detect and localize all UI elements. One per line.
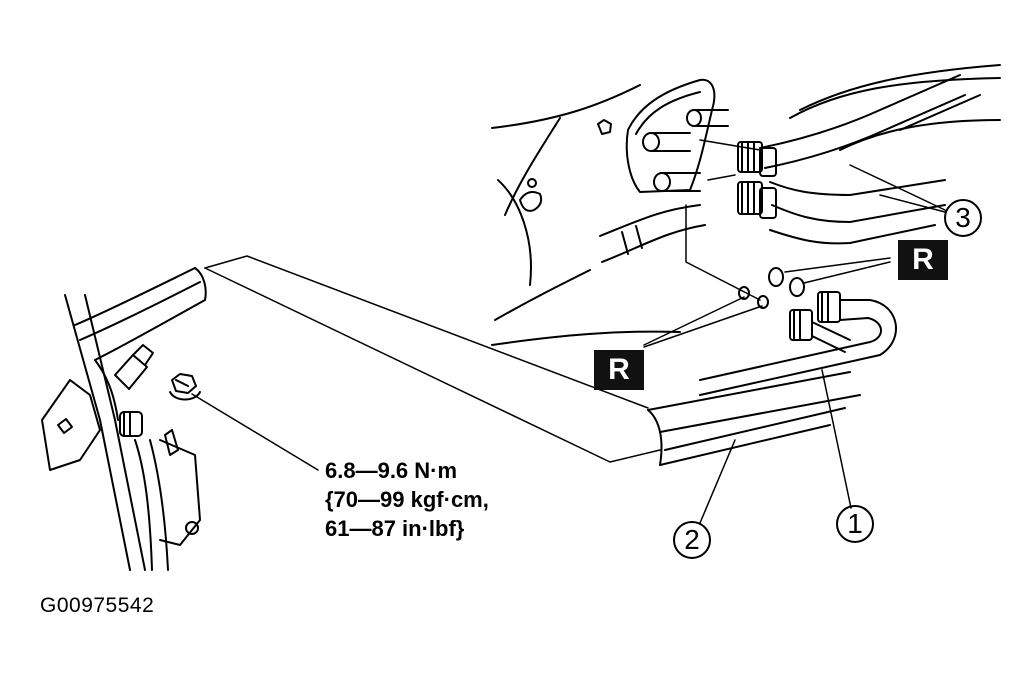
- background-pipe: [839, 119, 1001, 151]
- body-contour: [491, 330, 681, 346]
- pipe-bundle: [94, 299, 206, 361]
- view-connector-line: [204, 267, 661, 463]
- background-pipe: [899, 94, 981, 131]
- leader-line-r-upper: [784, 257, 891, 284]
- leader-line-2: [699, 439, 736, 524]
- replace-mark-lower: R: [594, 350, 644, 390]
- callout-number-2: 2: [684, 524, 700, 555]
- callout-number-1: 1: [847, 508, 863, 539]
- torque-spec-line: {70—99 kgf·cm,: [325, 487, 489, 512]
- pipe-bundle: [79, 281, 201, 341]
- vertical-pipe: [84, 294, 146, 571]
- mounting-bracket: [41, 379, 101, 471]
- pipe-3: [737, 74, 966, 245]
- hose-band: [621, 225, 643, 255]
- pipe-bundle: [94, 359, 119, 421]
- left-detail-view: [41, 267, 319, 571]
- callout-circle-1: [836, 505, 874, 543]
- fitting-group: [642, 109, 761, 301]
- background-pipe: [799, 64, 1001, 111]
- body-contour: [504, 117, 561, 216]
- bracket-shape: [519, 191, 543, 212]
- leader-line-r-lower: [643, 296, 763, 348]
- torque-spec-line: 61—87 in·lbf}: [325, 516, 465, 541]
- torque-spec: 6.8—9.6 N·m {70—99 kgf·cm, 61—87 in·lbf}: [325, 456, 489, 543]
- vertical-pipe: [64, 294, 131, 571]
- torque-spec-line: 6.8—9.6 N·m: [325, 458, 458, 483]
- hose-upper: [601, 224, 706, 263]
- callout-circle-3: [944, 199, 982, 237]
- pipe-1: [699, 291, 897, 396]
- bracket-hole: [185, 521, 199, 535]
- lower-pipe-detail: [647, 291, 897, 559]
- connector-block: [114, 354, 148, 390]
- leader-line-3: [879, 194, 946, 213]
- bracket-hole: [527, 178, 537, 188]
- bulkhead-plate-inner: [635, 91, 701, 135]
- body-contour: [494, 269, 591, 321]
- leader-line-torque: [191, 393, 319, 471]
- figure-id: G00975542: [40, 594, 155, 617]
- bulkhead-plate: [625, 78, 716, 193]
- callout-circle-2: [673, 521, 711, 559]
- bracket-hole: [57, 418, 73, 434]
- pipe-2: [647, 371, 861, 466]
- background-pipe: [789, 77, 1001, 119]
- stud: [164, 429, 179, 456]
- hose-upper: [599, 204, 701, 237]
- side-bracket: [159, 439, 201, 546]
- pipe-bundle: [74, 267, 196, 326]
- bolt-shape: [597, 119, 612, 135]
- view-connector-line: [204, 255, 649, 409]
- body-contour: [497, 179, 532, 286]
- replace-mark-upper: R: [898, 240, 948, 280]
- o-rings: [738, 267, 805, 309]
- body-contour: [491, 84, 641, 129]
- leader-line-1: [821, 369, 852, 509]
- vertical-pipe: [149, 439, 169, 571]
- callout-number-3: 3: [955, 202, 971, 233]
- vertical-pipe: [134, 439, 153, 571]
- upper-detail-view: [491, 64, 1001, 348]
- flange-nut-icon: [169, 373, 201, 401]
- pipe-bundle: [194, 267, 207, 301]
- leader-line-3: [849, 164, 946, 211]
